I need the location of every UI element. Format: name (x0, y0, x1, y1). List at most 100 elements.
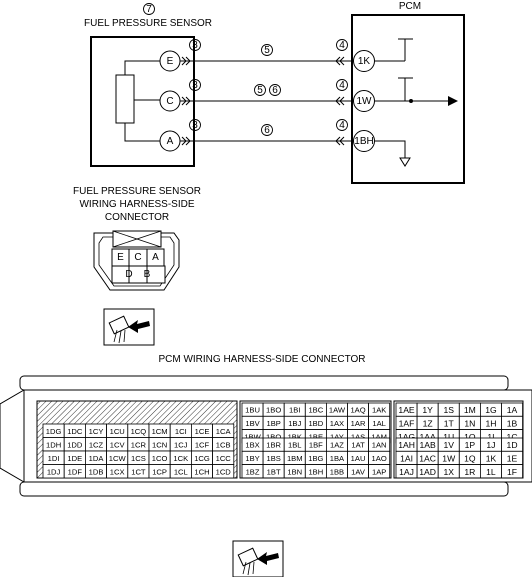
pcm-terminal-label: 1M (464, 405, 476, 415)
pcm-terminal-label: 1G (485, 405, 497, 415)
pcm-terminal-label: 1K (486, 453, 497, 463)
pcm-terminal-label: 1AI (400, 453, 413, 463)
pcm-terminal-label: 1BW (244, 432, 261, 441)
pcm-terminal-label: 1CW (109, 454, 127, 463)
connector-view-icon (103, 308, 155, 346)
sensor-pin-label: A (167, 136, 174, 147)
pcm-terminal-label: 1CM (152, 427, 168, 436)
pcm-terminal-label: 1DD (67, 440, 83, 449)
pcm-terminal-label: 1AT (351, 441, 365, 450)
pcm-terminal-label: 1BK (288, 432, 302, 441)
pcm-terminal-label: 1AA (420, 432, 437, 442)
pcm-terminal-label: 1V (443, 440, 454, 450)
pcm-terminal-label: 1AP (372, 467, 386, 476)
pcm-side-ref: 4 (339, 120, 345, 131)
pcm-terminal-label: 1CI (175, 427, 187, 436)
sensor-connector-pin-c: C (134, 252, 141, 263)
pcm-terminal-label: 1CV (110, 440, 126, 449)
pcm-terminal-label: 1BT (267, 467, 281, 476)
pcm-terminal-label: 1CN (152, 440, 167, 449)
pcm-terminal-label: 1BV (245, 419, 260, 428)
pcm-connector-title: PCM WIRING HARNESS-SIDE CONNECTOR (158, 354, 365, 365)
pcm-terminal-label: 1AU (351, 454, 366, 463)
pcm-terminal-label: 1DF (68, 467, 83, 476)
pcm-pin-label: 1W (357, 96, 373, 107)
pcm-terminal-label: 1AD (419, 467, 436, 477)
sensor-pin-e (159, 50, 181, 72)
pcm-connector-top-rail (19, 375, 509, 391)
pcm-terminal-label: 1CJ (174, 440, 188, 449)
pcm-terminal-label: 1CE (195, 427, 210, 436)
pcm-terminal-label: 1C (507, 432, 518, 442)
pcm-terminal-label: 1CL (174, 467, 188, 476)
pcm-terminal-label: 1BS (266, 454, 280, 463)
pcm-terminal-label: 1BH (308, 467, 323, 476)
pcm-terminal-label: 1AM (371, 432, 387, 441)
pcm-terminal (212, 464, 235, 479)
pcm-terminal-label: 1E (507, 453, 518, 463)
pcm-terminal-label: 1BX (245, 441, 259, 450)
pcm-terminal-label: 1AS (351, 432, 365, 441)
sensor-side-ref: 3 (192, 120, 198, 131)
wire-ref: 6 (272, 85, 278, 96)
pcm-terminal-label: 1CS (131, 454, 146, 463)
pcm-terminal-label: 1CY (89, 427, 104, 436)
pcm-terminal-label: 1DI (48, 454, 60, 463)
pcm-terminal-label: 1CC (216, 454, 232, 463)
pcm-terminal-label: 1BJ (288, 419, 301, 428)
pcm-terminal-label: 1B (507, 418, 518, 428)
sensor-connector-title-1: FUEL PRESSURE SENSOR (73, 186, 201, 197)
pcm-terminal (368, 464, 391, 479)
pcm-terminal-label: 1O (464, 432, 476, 442)
pcm-terminal (501, 464, 524, 479)
pcm-pin-label: 1K (358, 56, 371, 67)
pcm-terminal-label: 1CG (194, 454, 210, 463)
pcm-terminal-label: 1BR (266, 441, 281, 450)
pcm-terminal-label: 1BF (309, 441, 323, 450)
sensor-pin-a (159, 130, 181, 152)
sensor-connector-mark (181, 136, 191, 146)
sensor-connector-pin-a: A (152, 252, 159, 263)
pcm-terminal-label: 1AC (419, 453, 436, 463)
pcm-terminal-label: 1BQ (266, 432, 281, 441)
pcm-pin-1k (353, 50, 375, 72)
pcm-terminal-label: 1X (443, 467, 454, 477)
pcm-terminal-label: 1CR (131, 440, 147, 449)
pcm-terminal-label: 1BY (245, 454, 259, 463)
pcm-terminal-label: 1DA (89, 454, 105, 463)
pcm-terminal-label: 1DB (89, 467, 104, 476)
pcm-terminal-label: 1BD (308, 419, 323, 428)
sensor-side-ref: 3 (192, 80, 198, 91)
sensor-connector-pin-d: D (125, 269, 132, 280)
pcm-terminal-label: 1W (442, 453, 456, 463)
ground-symbol (399, 157, 411, 167)
output-arrow (448, 96, 458, 106)
pcm-terminal-label: 1CO (152, 454, 168, 463)
pcm-terminal-label: 1BG (308, 454, 323, 463)
pcm-terminal-label: 1BP (266, 419, 280, 428)
pcm-terminal-label: 1T (444, 418, 455, 428)
pcm-terminal-label: 1AB (420, 440, 437, 450)
pcm-terminal-label: 1BE (309, 432, 323, 441)
pcm-terminal-label: 1BZ (246, 467, 260, 476)
pcm-terminal-label: 1BC (308, 406, 323, 415)
pcm-terminal-label: 1AJ (399, 467, 414, 477)
pcm-terminal-label: 1Q (464, 453, 476, 463)
sensor-connector-title-2: WIRING HARNESS-SIDE (79, 199, 194, 210)
pcm-pin-1bh (353, 130, 375, 152)
pcm-terminal-label: 1L (486, 467, 496, 477)
pcm-terminal-label: 1H (485, 418, 496, 428)
pcm-side-ref: 4 (339, 40, 345, 51)
sensor-pin-label: C (166, 96, 173, 107)
pcm-terminal-label: 1DE (67, 454, 82, 463)
pcm-terminal-label: 1CA (216, 427, 232, 436)
pcm-pin-1w (353, 90, 375, 112)
pcm-terminal-label: 1BI (289, 406, 300, 415)
pcm-terminal-label: 1F (507, 467, 517, 477)
pcm-terminal-label: 1CT (131, 467, 146, 476)
pcm-terminal-label: 1S (443, 405, 454, 415)
sensor-pin-label: E (167, 56, 174, 67)
sensor-title: FUEL PRESSURE SENSOR (84, 18, 212, 29)
pcm-title: PCM (399, 1, 421, 12)
